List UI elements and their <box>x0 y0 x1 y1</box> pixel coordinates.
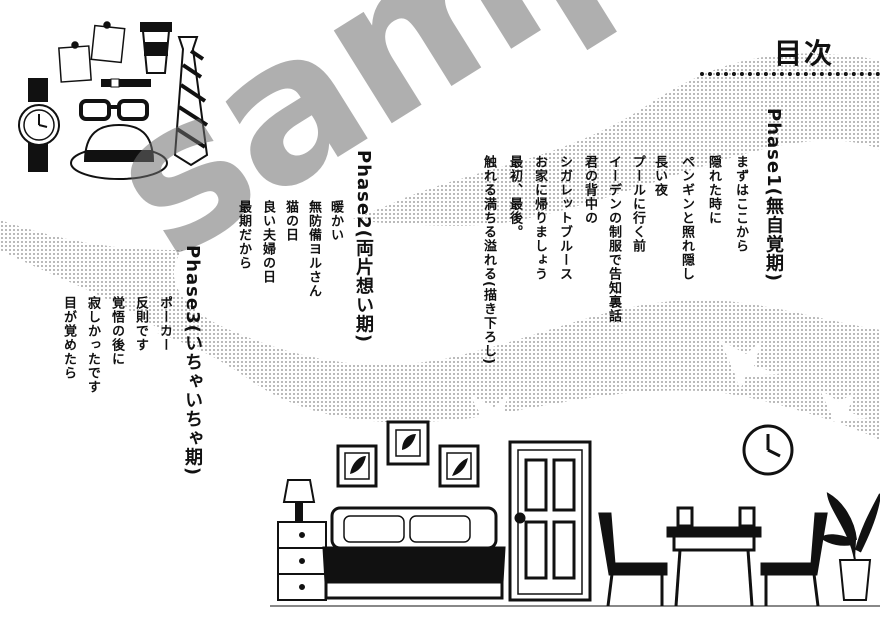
room-interior-illustration <box>270 420 880 607</box>
picture-frame-icon <box>438 444 480 488</box>
potted-plant-icon <box>820 492 880 601</box>
toc-item: 暖かい <box>328 200 343 242</box>
chair-icon <box>760 512 828 607</box>
toc-item: イーデンの制服で告知裏話 <box>606 155 621 323</box>
toc-item: ポーカー <box>157 296 172 352</box>
toc-item: ペンギンと照れ隠し <box>679 155 694 281</box>
picture-frame-icon <box>386 420 430 466</box>
toc-item: 触れる満ちる溢れる(描き下ろし) <box>481 155 496 365</box>
title-dotted-rule <box>700 72 880 80</box>
sticky-notes-icon <box>58 21 126 83</box>
toc-item: シガレットブルース <box>557 155 572 281</box>
chair-icon <box>598 512 668 607</box>
toc-item: プールに行く前 <box>630 155 645 253</box>
desk-items-illustration <box>18 21 209 180</box>
hat-icon <box>70 123 168 180</box>
toc-item: 目が覚めたら <box>61 296 76 380</box>
toc-item: 長い夜 <box>652 155 667 197</box>
picture-frame-icon <box>336 444 378 488</box>
phase1-heading: Phase1(無自覚期) <box>763 108 784 283</box>
necktie-icon <box>173 36 209 167</box>
toc-item: 寂しかったです <box>85 296 100 394</box>
toc-item: 猫の日 <box>283 200 298 242</box>
coffee-cup-icon <box>140 22 172 74</box>
toc-item: 覚悟の後に <box>109 296 124 366</box>
nightstand-icon <box>277 521 327 601</box>
lamp-icon <box>282 479 316 523</box>
toc-item: 君の背中の <box>582 155 597 225</box>
toc-item: まずはここから <box>733 155 748 253</box>
toc-item: 反則です <box>133 296 148 352</box>
wall-clock-icon <box>742 424 794 476</box>
toc-item: お家に帰りましょう <box>532 155 547 281</box>
toc-item: 最初、最後。 <box>507 155 522 239</box>
toc-item: 良い夫婦の日 <box>260 200 275 284</box>
toc-item: 最期だから <box>236 200 251 270</box>
phase2-heading: Phase2(両片想い期) <box>353 150 374 344</box>
toc-item: 隠れた時に <box>706 155 721 225</box>
table-icon <box>666 506 762 607</box>
phase3-heading: Phase3(いちゃいちゃ期) <box>182 245 203 477</box>
toc-item: 無防備ヨルさん <box>306 200 321 298</box>
wristwatch-icon <box>18 78 60 172</box>
pen-icon <box>101 78 151 88</box>
page-title: 目次 <box>774 37 835 70</box>
bed-icon <box>322 506 506 600</box>
glasses-icon <box>79 99 149 121</box>
door-icon <box>508 440 592 602</box>
